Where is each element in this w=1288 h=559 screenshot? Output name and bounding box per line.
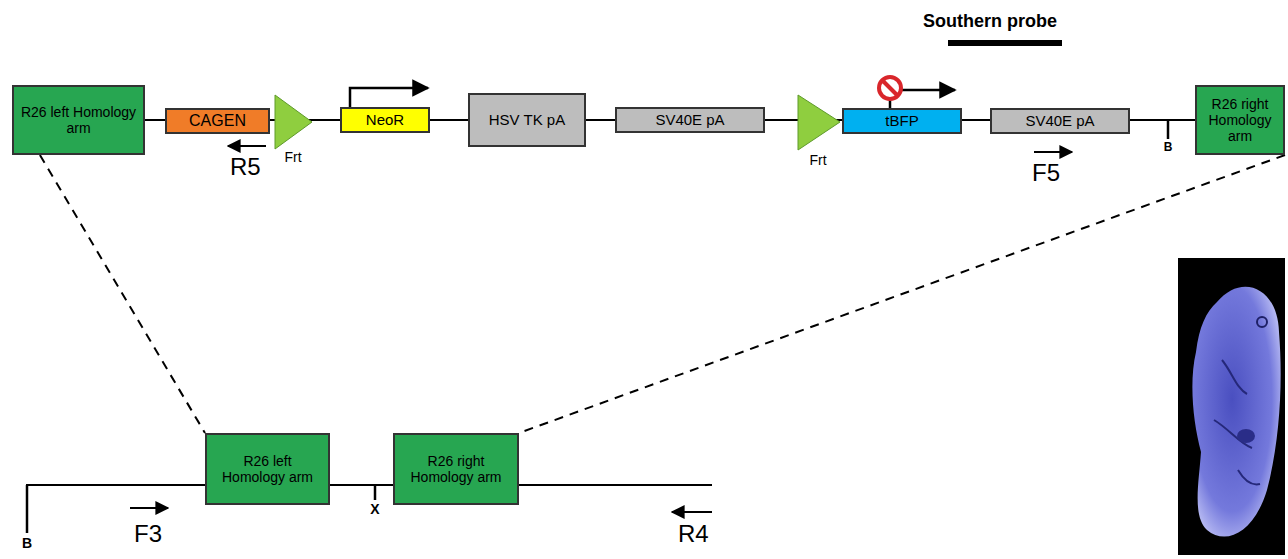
restriction-tick — [26, 485, 29, 533]
frt-site — [798, 95, 840, 150]
probe-label: Southern probe — [923, 12, 1057, 32]
primer-arrow — [672, 511, 712, 513]
primer-label: R5 — [230, 154, 261, 180]
box-label: SV40E pA — [617, 111, 763, 128]
restriction-label: X — [370, 502, 379, 517]
homology-arm: R26 right Homology arm — [1195, 85, 1285, 155]
dna-line — [1130, 119, 1195, 121]
dna-line — [430, 119, 468, 121]
polya-box: SV40E pA — [615, 107, 765, 132]
site-label: Frt — [809, 153, 826, 168]
box-label: tBFP — [844, 112, 960, 129]
primer-label: F5 — [1032, 160, 1060, 186]
promoter-arrow — [350, 88, 428, 108]
genomic-line — [26, 484, 206, 486]
site-label: Frt — [284, 150, 301, 165]
box-label: SV40E pA — [992, 112, 1128, 129]
polya-box: SV40E pA — [990, 108, 1130, 134]
probe-bar — [948, 40, 1062, 46]
homology-arm: R26 left Homology arm — [205, 433, 330, 505]
box-label: R26 left Homology arm — [14, 104, 143, 136]
primer-arrow — [130, 507, 168, 509]
dna-line — [330, 484, 393, 486]
box-label: R26 right Homology arm — [395, 453, 517, 485]
homology-arm: R26 right Homology arm — [393, 433, 519, 505]
primer-label: R4 — [678, 521, 709, 547]
restriction-tick — [1167, 120, 1170, 139]
primer-arrow — [228, 145, 266, 147]
homology-arm: R26 left Homology arm — [12, 85, 145, 155]
expansion-line — [519, 155, 1285, 433]
primer-label: F3 — [134, 521, 162, 547]
expansion-line — [40, 155, 205, 433]
dna-line — [586, 119, 615, 121]
box-label: R26 right Homology arm — [1197, 96, 1283, 144]
dna-line — [962, 119, 990, 121]
restriction-label: B — [22, 536, 32, 551]
dna-line — [145, 119, 165, 121]
embryo-photo — [1178, 258, 1285, 555]
restriction-tick — [374, 485, 377, 500]
restriction-label: B — [1164, 141, 1173, 154]
genomic-line — [519, 484, 712, 486]
box-label: R26 left Homology arm — [207, 453, 328, 485]
promoter-box: CAGEN — [165, 108, 270, 134]
gene-box: NeoR — [340, 107, 430, 132]
prohibition-sign — [879, 77, 901, 99]
box-label: NeoR — [342, 111, 428, 128]
box-label: CAGEN — [167, 112, 268, 130]
reporter-box: tBFP — [842, 108, 962, 134]
polya-box: HSV TK pA — [468, 93, 586, 147]
frt-site — [275, 95, 312, 149]
primer-arrow — [1034, 151, 1072, 153]
box-label: HSV TK pA — [470, 111, 584, 128]
